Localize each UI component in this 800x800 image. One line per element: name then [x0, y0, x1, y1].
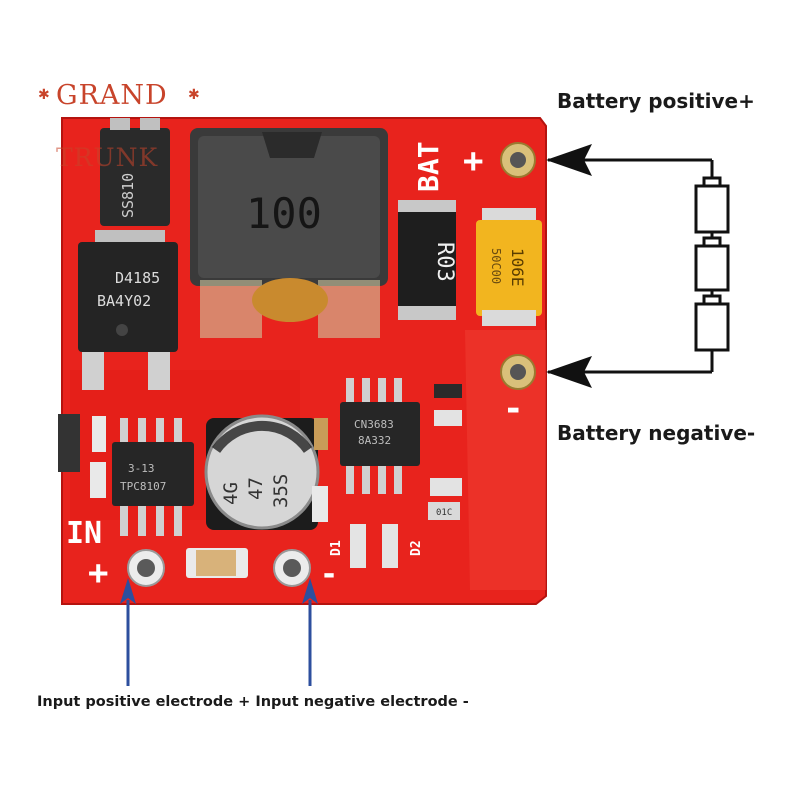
tantalum-capacitor	[476, 220, 542, 316]
electrolytic-capacitor	[204, 414, 320, 530]
pmos-ic-marking-1: TPC8107	[120, 480, 166, 493]
silk-bat: BAT	[412, 141, 445, 192]
input-electrode-label: Input positive electrode + Input negativ…	[37, 694, 469, 710]
charger-ic-marking-2: 8A332	[358, 434, 391, 447]
charger-ic	[340, 402, 420, 466]
silk-bat-plus: +	[463, 141, 483, 181]
arrow-input-negative-icon	[302, 578, 318, 604]
smd-marking: 01C	[436, 508, 452, 518]
arrow-negative-icon	[546, 356, 592, 388]
smd-components: 01C	[58, 384, 462, 578]
silk-in-minus: -	[320, 557, 338, 592]
brand-line-1: GRAND	[56, 80, 168, 111]
input-arrows	[120, 578, 318, 686]
tantalum-marking-2: 50C00	[489, 248, 503, 284]
mosfet-marking-1: D4185	[115, 269, 160, 287]
arrow-input-positive-icon	[120, 578, 136, 604]
schottky-diode	[100, 128, 170, 226]
diode-marking: SS810	[119, 173, 137, 218]
battery-cells-icon	[694, 176, 730, 352]
silk-d1: D1	[329, 540, 344, 556]
cap-marking-2: 47	[245, 477, 267, 500]
silk-in: IN	[66, 516, 102, 551]
battery-wiring	[548, 158, 714, 374]
charger-ic-marking-1: CN3683	[354, 418, 394, 431]
cap-marking-3: 35S	[270, 474, 292, 508]
sense-resistor	[398, 200, 456, 320]
arrow-positive-icon	[546, 144, 592, 176]
silk-d2: D2	[409, 540, 424, 556]
star-icon: ✱	[188, 86, 200, 102]
pmos-ic-marking-2: 3-13	[128, 462, 155, 475]
silk-bat-minus: -	[503, 389, 523, 429]
brand-line-2: TRUNK	[56, 143, 159, 172]
tantalum-marking-1: 106E	[508, 248, 527, 287]
star-icon: ✱	[38, 86, 50, 102]
silk-in-plus: +	[88, 553, 108, 593]
cap-marking-1: 4G	[220, 482, 242, 505]
resistor-marking: R03	[432, 242, 457, 282]
pmos-ic	[112, 442, 194, 506]
brand-logo: ✱ GRAND ✱ TRUNK	[38, 80, 208, 180]
battery-negative-label: Battery negative-	[557, 421, 756, 445]
inductor-marking: 100	[246, 189, 322, 238]
mosfet-marking-2: BA4Y02	[97, 292, 151, 310]
mosfet	[78, 242, 178, 352]
battery-positive-label: Battery positive+	[557, 89, 755, 113]
